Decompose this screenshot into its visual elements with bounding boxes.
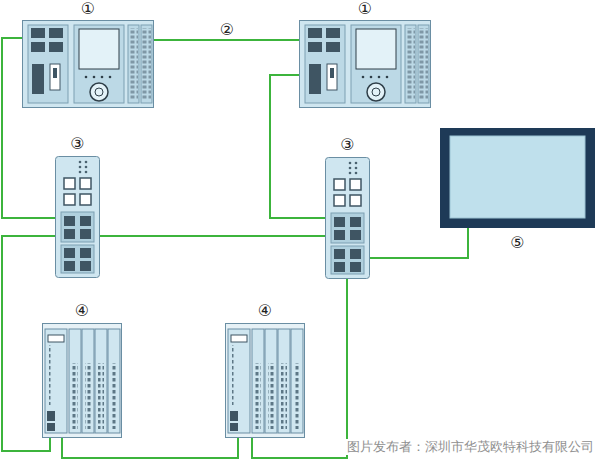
ethernet-cable [270,75,325,218]
io-station: ④ [42,323,122,438]
callout-number: ① [358,0,372,18]
ethernet-cable [100,235,325,237]
ethernet-cable [370,228,468,258]
ethernet-cable [62,438,238,458]
callout-number: ④ [258,302,272,320]
callout-number: ③ [340,136,354,154]
callout-number: ④ [75,302,89,320]
hmi-panel: ⑤ [440,128,595,228]
callout-number: ① [81,0,95,18]
callout-number: ② [218,21,236,39]
plc-controller: ① [22,20,154,108]
ethernet-cable [2,38,55,218]
ethernet-cable [154,39,299,41]
plc-controller: ① [299,20,431,108]
network-switch: ③ [325,157,370,279]
callout-number: ⑤ [510,234,524,252]
io-station: ④ [225,323,305,438]
ethernet-cable [252,279,347,458]
ethernet-cable [2,236,55,451]
watermark: 图片发布者：深圳市华茂欧特科技有限公司 [345,439,596,455]
callout-number: ③ [70,135,84,153]
network-switch: ③ [55,156,100,278]
